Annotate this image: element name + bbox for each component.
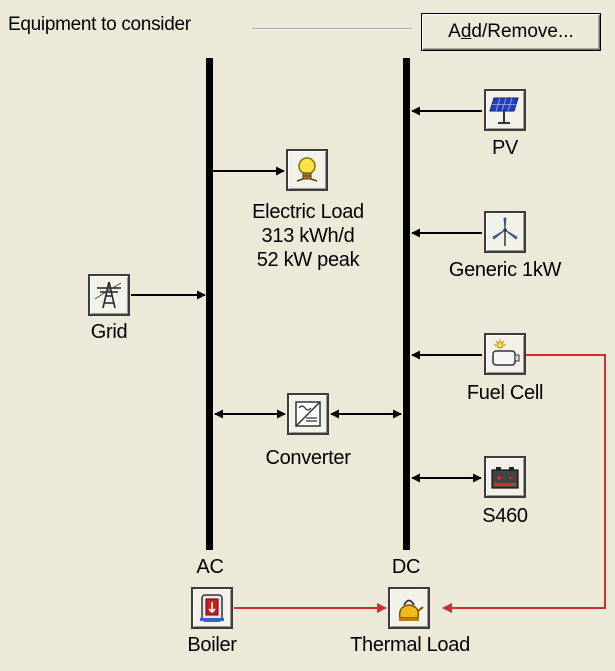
group-title: Equipment to consider	[8, 14, 195, 36]
thermal-load-button[interactable]	[388, 587, 430, 629]
generic-wind-label: Generic 1kW	[448, 259, 562, 281]
dc-bus	[403, 58, 410, 550]
boiler-button[interactable]	[191, 587, 233, 629]
pv-button[interactable]	[484, 89, 526, 131]
ac-bus	[206, 58, 213, 550]
converter-icon	[295, 401, 321, 427]
wind-turbine-icon	[492, 217, 518, 246]
grid-label: Grid	[90, 321, 128, 343]
ac-bus-label: AC	[196, 556, 224, 578]
fuel-cell-heat-line	[442, 354, 606, 613]
electric-load-peak: 52 kW peak	[256, 249, 360, 271]
converter-button[interactable]	[287, 393, 329, 435]
electric-load-energy: 313 kWh/d	[261, 225, 355, 247]
converter-label: Converter	[265, 447, 351, 469]
boiler-icon	[200, 594, 224, 622]
kettle-icon	[398, 599, 424, 621]
generic-wind-button[interactable]	[484, 211, 526, 253]
grid-button[interactable]	[88, 274, 130, 316]
fuel-cell-icon	[492, 339, 520, 366]
solar-panel-icon	[489, 97, 519, 124]
fuel-cell-label: Fuel Cell	[466, 382, 544, 404]
electric-load-label: Electric Load	[252, 201, 364, 223]
boiler-label: Boiler	[187, 634, 237, 656]
add-remove-button[interactable]: Add/Remove...	[421, 13, 601, 51]
thermal-load-label: Thermal Load	[350, 634, 470, 656]
power-tower-icon	[94, 281, 122, 309]
pv-label: PV	[491, 137, 519, 159]
battery-label: S460	[482, 505, 528, 527]
electric-load-button[interactable]	[286, 149, 328, 191]
dc-bus-label: DC	[391, 556, 421, 578]
battery-icon	[491, 467, 519, 489]
battery-button[interactable]	[484, 456, 526, 498]
lightbulb-icon	[296, 157, 318, 182]
fuel-cell-button[interactable]	[484, 333, 526, 375]
group-divider	[252, 28, 412, 30]
